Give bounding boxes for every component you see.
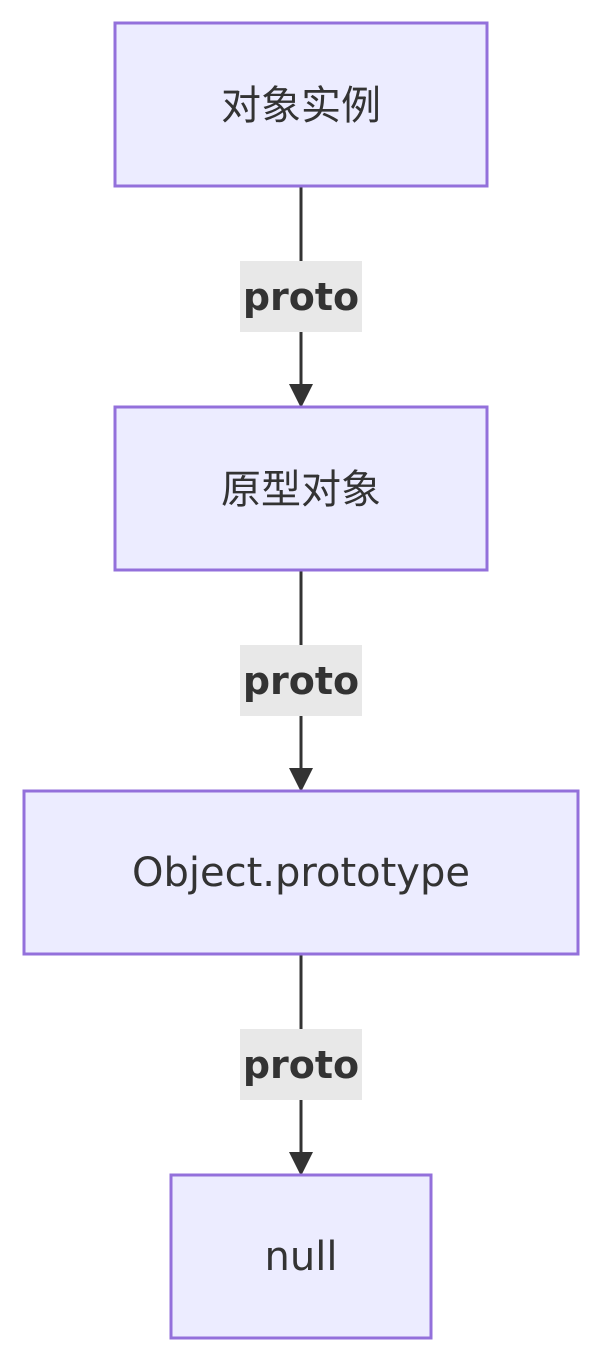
arrowhead-icon [289,1152,313,1176]
edge-label: proto [240,645,362,716]
node-object-instance: 对象实例 [113,21,489,188]
node-label: 原型对象 [221,467,381,513]
arrowhead-icon [289,768,313,792]
edge-prototype-to-object-prototype: proto [240,570,362,792]
edge-label-text: proto [243,659,359,703]
node-label: Object.prototype [132,850,470,896]
edge-label-text: proto [243,275,359,319]
node-label: 对象实例 [221,83,381,129]
edge-label: proto [240,261,362,332]
edge-label: proto [240,1029,362,1100]
edge-label-text: proto [243,1043,359,1087]
node-object-prototype: Object.prototype [22,789,580,956]
node-label: null [265,1234,338,1280]
arrowhead-icon [289,384,313,408]
node-prototype-object: 原型对象 [113,405,489,572]
edge-object-prototype-to-null: proto [240,954,362,1176]
edge-instance-to-prototype: proto [240,186,362,408]
node-null: null [169,1173,433,1340]
